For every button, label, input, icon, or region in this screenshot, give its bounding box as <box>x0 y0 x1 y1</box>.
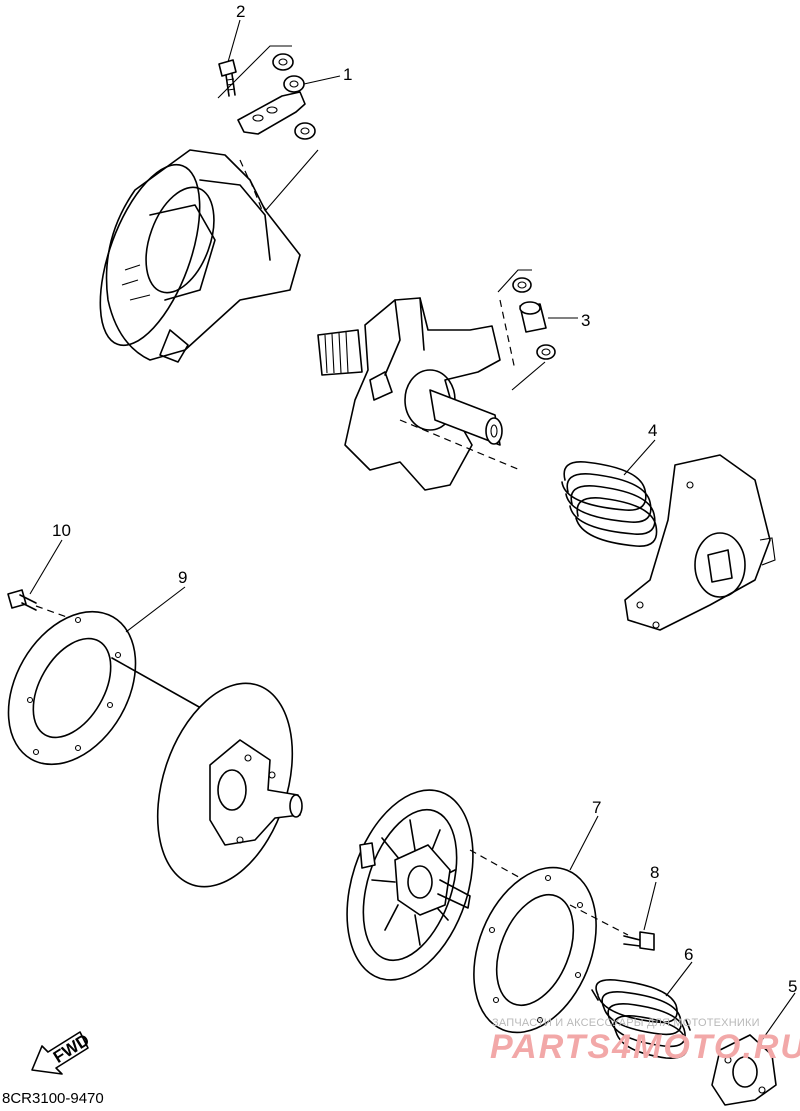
part-4-spring[interactable] <box>561 461 658 547</box>
fwd-label: FWD <box>50 1030 93 1067</box>
callout-labels: 1 2 3 4 5 6 7 8 9 10 <box>52 2 797 996</box>
callout-8: 8 <box>650 863 659 882</box>
sliding-sheave[interactable] <box>134 666 317 904</box>
part-8-bolt[interactable] <box>623 931 655 951</box>
part-2-bolt[interactable] <box>218 59 237 97</box>
callout-2: 2 <box>236 2 245 21</box>
callout-1: 1 <box>343 65 352 84</box>
part-code: 8CR3100-9470 <box>2 1090 104 1107</box>
callout-4: 4 <box>648 421 657 440</box>
callout-3: 3 <box>581 311 590 330</box>
forward-direction-arrow: FWD <box>31 1030 93 1075</box>
callout-6: 6 <box>684 945 693 964</box>
part-6-spring[interactable] <box>591 978 691 1059</box>
part-9-plate[interactable] <box>0 589 209 787</box>
callout-7: 7 <box>592 798 601 817</box>
part-5-cam[interactable] <box>711 1034 777 1106</box>
part-3-bushings[interactable] <box>497 269 556 391</box>
watermark-brand: PARTS4MOTO.RU <box>490 1028 800 1066</box>
leader-lines <box>29 19 796 1041</box>
callout-5: 5 <box>788 977 797 996</box>
callout-10: 10 <box>52 521 71 540</box>
part-7-plate[interactable] <box>451 849 629 1050</box>
watermark-tagline: ЗАПЧАСТИ И АКСЕССУАРЫ ДЛЯ МОТОТЕХНИКИ <box>492 1017 760 1029</box>
fixed-sheave-housing[interactable] <box>80 149 301 363</box>
spider-hub-assembly[interactable] <box>317 297 521 491</box>
part-10-bolt[interactable] <box>7 589 76 621</box>
callout-9: 9 <box>178 568 187 587</box>
sheave-cover[interactable] <box>624 454 776 631</box>
